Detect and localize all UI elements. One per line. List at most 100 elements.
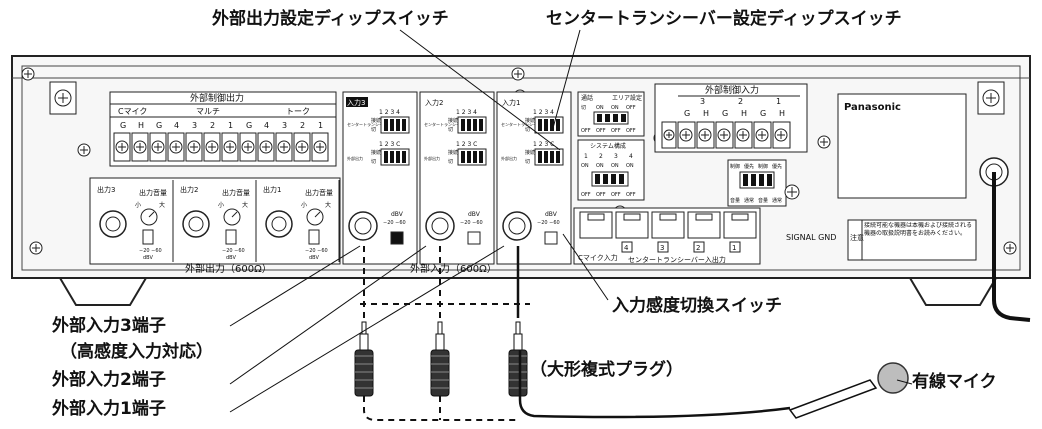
center-dip-state: OFF — [626, 105, 636, 111]
ctrl-out-terminal-screw — [313, 140, 327, 154]
volume-large-label: 大 — [159, 201, 165, 209]
dip-lever — [538, 151, 542, 163]
center-dip-state: 切 — [581, 104, 586, 111]
dip-off-label: 切 — [448, 158, 453, 165]
ctrl-out-terminal-screw — [241, 140, 255, 154]
mic-head — [877, 362, 909, 394]
ctrl-in-terminal-label: G — [722, 109, 728, 118]
ctrl-in-lever — [751, 174, 756, 186]
output-dbv-label: dBV — [226, 255, 236, 261]
ctrl-out-terminal-label: G — [120, 121, 126, 130]
ctrl-out-terminal-screw — [133, 140, 147, 154]
input-sensitivity-switch — [390, 231, 404, 245]
ctrl-in-terminal-screw — [679, 128, 693, 142]
center-dip-off: OFF — [581, 128, 591, 134]
output-label: 出力2 — [180, 185, 198, 194]
dip-off-label: 切 — [525, 158, 530, 165]
output-label: 出力1 — [263, 185, 281, 194]
center-dip-lever — [605, 114, 610, 122]
output-label: 出力3 — [97, 185, 115, 194]
ctrl-out-terminal-label: 1 — [318, 121, 323, 130]
system-dip-off: OFF — [596, 192, 606, 198]
system-dip-lever — [603, 174, 608, 184]
dip-lever — [544, 119, 548, 131]
system-dip-lever — [619, 174, 624, 184]
dip-numbers: 1 2 3 4 — [533, 109, 554, 116]
dip-lever — [390, 119, 394, 131]
center-io-title: センタートランシーバー入出力 — [628, 255, 726, 264]
port-number: 3 — [660, 244, 664, 252]
ctrl-out-terminal-label: 3 — [192, 121, 197, 130]
ctrl-in-terminal-screw — [755, 128, 769, 142]
port-number: 2 — [696, 244, 700, 252]
input-sensitivity-switch — [544, 231, 558, 245]
dip-lever — [550, 151, 554, 163]
system-dip-on: ON — [581, 163, 589, 169]
input-levels-label: −20 −60 — [460, 220, 483, 226]
panel-screw — [817, 135, 831, 149]
ctrl-in-lever — [767, 174, 772, 186]
dip-lever — [479, 151, 483, 163]
dip-off-label: 切 — [448, 126, 453, 133]
dip-lever — [550, 119, 554, 131]
output-dbv-label: dBV — [309, 255, 319, 261]
dip-connect-label: 接続 — [525, 149, 535, 156]
system-dip-number: 3 — [614, 153, 618, 160]
caution-text: 接続可能な機器は本機および接続される機器の取扱説明書をお読みください。 — [864, 222, 973, 237]
rj-port-latch — [587, 213, 605, 221]
ctrl-in-switch-label: 制御 — [758, 163, 768, 170]
dip-lever — [467, 119, 471, 131]
port-number-box — [621, 241, 633, 253]
dip-lever — [556, 151, 560, 163]
panel-screw — [21, 67, 35, 81]
dip-lever — [461, 151, 465, 163]
center-dip-lever — [621, 114, 626, 122]
dip-lever — [473, 119, 477, 131]
dip-lever — [544, 151, 548, 163]
ctrl-out-terminal-screw — [259, 140, 273, 154]
panel-screw — [77, 143, 91, 157]
ctrl-in-terminal-label: G — [760, 109, 766, 118]
output-volume-label: 出力音量 — [305, 188, 333, 197]
volume-knob-pointer — [148, 211, 155, 218]
output-level-switch — [308, 229, 320, 245]
input3-label: 入力3 — [347, 98, 365, 107]
ctrl-in-terminal-screw — [663, 129, 675, 141]
ctrl-in-group: 2 — [738, 97, 743, 106]
ctrl-in-terminal-label: G — [684, 109, 690, 118]
dip-connect-label: 接続 — [371, 149, 381, 156]
ctrl-out-terminal-label: 2 — [210, 121, 215, 130]
ctrl-in-terminal-label: H — [703, 109, 709, 118]
rj-port-latch — [623, 213, 641, 221]
port-number-box — [693, 241, 705, 253]
dip-connect-label: 接続 — [448, 117, 458, 124]
ctrl-in-terminal-screw — [698, 128, 712, 142]
system-dip-off: OFF — [581, 192, 591, 198]
port-number-box — [729, 241, 741, 253]
rj-port-latch — [659, 213, 677, 221]
ctrl-in-group: 1 — [776, 97, 781, 106]
dip-numbers: 1 2 3 4 — [379, 109, 400, 116]
dip-center-label: センタートランシーバー — [424, 121, 468, 127]
ctrl-in-terminal-screw — [717, 128, 731, 142]
input-sensitivity-switch — [467, 231, 481, 245]
output-level-switch — [142, 229, 154, 245]
ctrl-out-terminal-label: G — [156, 121, 162, 130]
dip-lever — [402, 151, 406, 163]
callout-in2-terminal: 外部入力2端子 — [52, 370, 166, 390]
dip-numbers: 1 2 3 4 — [456, 109, 477, 116]
plug-input2 — [430, 321, 450, 397]
signal-gnd: SIGNAL GND — [784, 184, 836, 242]
caution-head: 注意 — [850, 233, 864, 242]
system-dip-lever — [595, 174, 600, 184]
plug-input1 — [508, 321, 528, 397]
dip-off-label: 切 — [371, 126, 376, 133]
plugs — [354, 246, 530, 421]
dip-connect-label: 接続 — [448, 149, 458, 156]
volume-large-label: 大 — [242, 201, 248, 209]
plug-input3 — [354, 321, 374, 397]
system-dip-off: OFF — [611, 192, 621, 198]
